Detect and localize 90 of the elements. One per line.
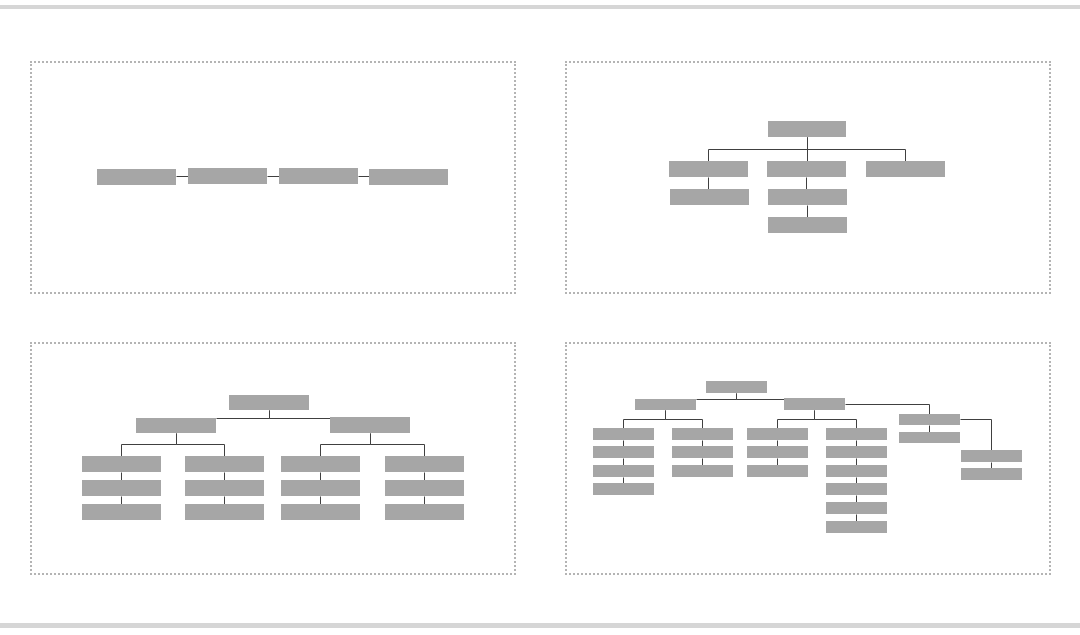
org-chart-box — [229, 395, 309, 410]
org-chart-box — [767, 161, 846, 177]
connector-line — [224, 496, 225, 505]
org-chart-box — [826, 465, 887, 477]
org-chart-box — [281, 480, 360, 496]
connector-line — [320, 496, 321, 505]
org-chart-box — [866, 161, 945, 177]
org-chart-box — [672, 428, 733, 440]
org-chart-box — [826, 428, 887, 440]
connector-line — [424, 472, 425, 481]
org-chart-box — [185, 504, 264, 520]
org-chart-box — [82, 504, 161, 520]
connector-line — [777, 458, 778, 466]
org-chart-box — [669, 161, 748, 177]
dotted-panel-frame — [565, 342, 1051, 575]
connector-line — [176, 433, 225, 457]
connector-line — [845, 404, 930, 415]
org-chart-box — [747, 446, 808, 458]
org-chart-box — [826, 502, 887, 514]
org-chart-box — [899, 414, 960, 425]
connector-line — [856, 495, 857, 503]
connector-line — [358, 176, 370, 177]
org-chart-box — [593, 446, 654, 458]
org-chart-box — [82, 480, 161, 496]
org-chart-box — [826, 483, 887, 495]
org-chart-box — [826, 521, 887, 533]
org-chart-box — [961, 450, 1022, 462]
org-chart-box — [188, 168, 267, 184]
org-chart-box — [899, 432, 960, 443]
connector-line — [708, 177, 709, 190]
org-chart-box — [784, 398, 845, 410]
org-chart-box — [330, 417, 410, 433]
connector-line — [424, 496, 425, 505]
connector-line — [856, 514, 857, 522]
connector-line — [702, 458, 703, 466]
connector-line — [224, 472, 225, 481]
org-chart-box — [385, 504, 464, 520]
connector-line — [121, 496, 122, 505]
org-chart-box — [672, 446, 733, 458]
org-chart-box — [747, 465, 808, 477]
org-chart-box — [768, 121, 846, 137]
org-chart-box — [672, 465, 733, 477]
org-chart-box — [82, 456, 161, 472]
connector-line — [807, 205, 808, 218]
org-chart-box — [185, 480, 264, 496]
connector-line — [991, 462, 992, 469]
connector-line — [702, 440, 703, 447]
org-chart-box — [593, 483, 654, 495]
org-chart-box — [593, 465, 654, 477]
connector-line — [665, 410, 703, 429]
org-chart-box — [136, 418, 216, 433]
connector-line — [267, 176, 280, 177]
connector-line — [856, 458, 857, 466]
connector-line — [807, 137, 906, 162]
org-chart-box — [826, 446, 887, 458]
connector-line — [121, 472, 122, 481]
dotted-panel-frame — [30, 61, 516, 294]
connector-line — [623, 458, 624, 466]
org-chart-box — [185, 456, 264, 472]
connector-line — [814, 410, 857, 429]
connector-line — [320, 472, 321, 481]
org-chart-box — [670, 189, 749, 205]
org-chart-box — [369, 169, 448, 185]
connector-line — [370, 433, 425, 457]
org-chart-box — [747, 428, 808, 440]
org-chart-box — [635, 399, 696, 410]
org-chart-box — [385, 480, 464, 496]
org-chart-box — [281, 504, 360, 520]
connector-line — [929, 425, 930, 433]
org-chart-box — [281, 456, 360, 472]
connector-line — [856, 440, 857, 447]
connector-line — [960, 419, 992, 451]
org-chart-box — [961, 468, 1022, 480]
org-chart-box — [593, 428, 654, 440]
connector-line — [176, 176, 189, 177]
org-chart-box — [385, 456, 464, 472]
org-chart-box — [768, 189, 847, 205]
org-chart-box — [279, 168, 358, 184]
dotted-panel-frame — [565, 61, 1051, 294]
connector-line — [736, 393, 785, 400]
dotted-panel-frame — [30, 342, 516, 575]
connector-line — [806, 177, 807, 190]
connector-line — [856, 477, 857, 484]
org-chart-box — [768, 217, 847, 233]
connector-line — [269, 410, 331, 419]
org-chart-box — [97, 169, 176, 185]
org-chart-box — [706, 381, 767, 393]
connector-line — [777, 440, 778, 447]
connector-line — [623, 440, 624, 447]
connector-line — [623, 477, 624, 484]
